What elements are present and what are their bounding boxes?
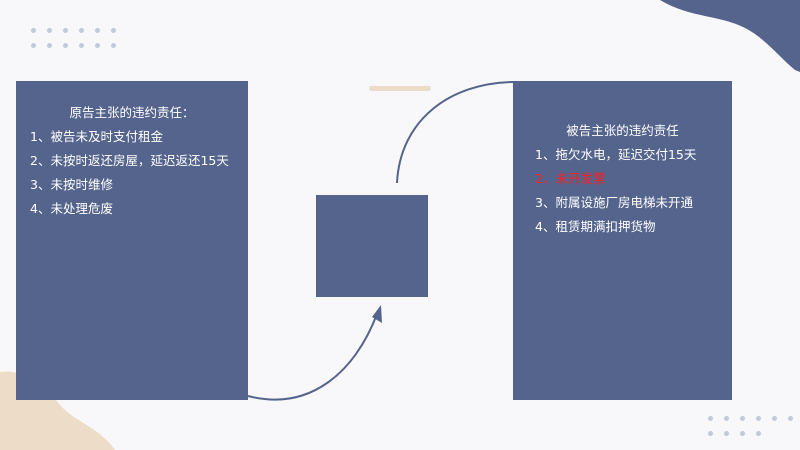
list-item: 1、被告未及时支付租金 [30,129,163,144]
list-item: 4、未处理危废 [30,201,113,216]
list-item: 1、拖欠水电，延迟交付15天 [535,147,697,162]
list-item-highlighted: 2、未开发票 [535,171,606,186]
plaintiff-claims-list: 1、被告未及时支付租金 2、未按时返还房屋，延迟返还15天 3、未按时维修 4、… [16,129,248,217]
accent-bar [369,86,431,91]
defendant-claims-panel: 被告主张的违约责任 1、拖欠水电，延迟交付15天 2、未开发票 3、附属设施厂房… [513,81,732,400]
defendant-claims-list: 1、拖欠水电，延迟交付15天 2、未开发票 3、附属设施厂房电梯未开通 4、租赁… [513,147,732,235]
curved-connector [396,81,514,184]
plaintiff-claims-title: 原告主张的违约责任： [69,105,195,120]
dot-grid-top-left [31,28,116,48]
curved-arrow-icon [372,305,382,323]
list-item: 3、附属设施厂房电梯未开通 [535,195,693,210]
dot-grid-bottom-right [708,416,793,436]
list-item: 3、未按时维修 [30,177,113,192]
list-item: 4、租赁期满扣押货物 [535,219,656,234]
curved-arrow-line [247,313,378,401]
defendant-claims-title: 被告主张的违约责任 [566,123,679,138]
center-square [316,195,428,297]
plaintiff-claims-panel: 原告主张的违约责任： 1、被告未及时支付租金 2、未按时返还房屋，延迟返还15天… [16,81,248,400]
list-item: 2、未按时返还房屋，延迟返还15天 [30,153,229,168]
top-right-blob [660,0,800,72]
